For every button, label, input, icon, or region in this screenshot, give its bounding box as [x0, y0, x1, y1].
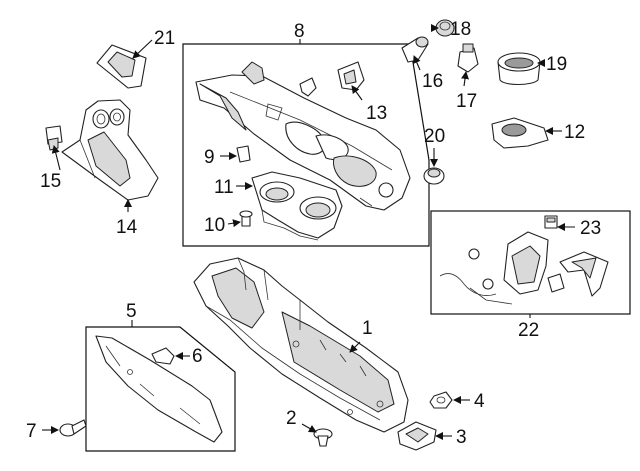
part-10-bolt [239, 210, 253, 227]
part-21-shifter-bezel [96, 44, 147, 89]
part-13-bracket [337, 61, 365, 91]
callout-14: 14 [116, 217, 138, 238]
callout-6: 6 [192, 346, 203, 367]
part-4-nut [429, 391, 453, 409]
part-16-socket [401, 36, 429, 63]
callout-22: 22 [518, 320, 539, 341]
callout-1: 1 [362, 318, 373, 339]
part-17-connector [457, 43, 479, 73]
callout-3: 3 [456, 427, 467, 448]
part-6-clip [151, 347, 175, 365]
part-9-clip [236, 145, 251, 163]
callout-17: 17 [456, 91, 477, 112]
part-8-upper-console [195, 61, 411, 211]
part-11-cup-holder [251, 171, 343, 241]
group-box-5 [85, 326, 236, 452]
part-8-clip [299, 77, 317, 97]
callout-19: 19 [546, 54, 567, 75]
callout-4: 4 [474, 391, 485, 412]
part-14-shifter-surround [61, 99, 159, 201]
callout-11: 11 [214, 177, 234, 198]
callout-8: 8 [294, 21, 305, 42]
callout-5: 5 [126, 301, 137, 322]
callout-7: 7 [26, 421, 37, 442]
part-18-cap [435, 19, 455, 37]
part-12-cup-bezel [491, 117, 549, 149]
part-1-lower-console [193, 257, 409, 433]
part-22-shifter-assembly [439, 231, 609, 305]
callout-labels: 21 8 18 16 17 19 12 13 20 9 11 10 15 14 … [26, 19, 601, 448]
callout-23: 23 [580, 218, 601, 239]
part-3-bracket [397, 421, 437, 451]
callout-10: 10 [204, 215, 225, 236]
callout-2: 2 [286, 408, 297, 429]
callout-9: 9 [204, 147, 215, 168]
part-19-cup-insert [497, 52, 541, 86]
leader-lines [42, 24, 575, 440]
part-5-side-panel [95, 335, 223, 443]
part-20-knob [423, 167, 445, 185]
part-7-screw [59, 419, 87, 437]
callout-16: 16 [422, 71, 443, 92]
callout-18: 18 [450, 19, 471, 40]
callout-21: 21 [154, 28, 175, 49]
group-box-8 [182, 43, 430, 247]
callout-20: 20 [424, 126, 445, 147]
part-23-switch [544, 215, 558, 229]
part-2-push-pin [313, 428, 333, 447]
callout-15: 15 [40, 171, 61, 192]
callout-12: 12 [564, 122, 585, 143]
callout-13: 13 [366, 103, 387, 124]
